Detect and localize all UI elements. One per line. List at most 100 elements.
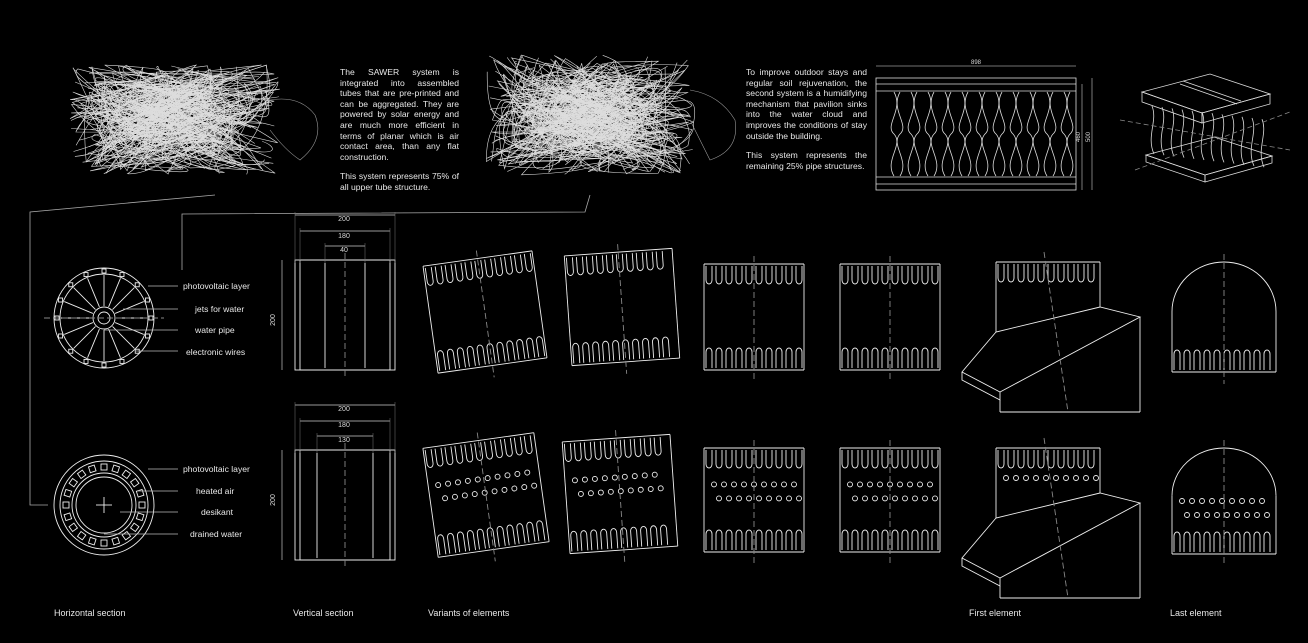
- wave-strand: [998, 91, 1006, 177]
- bottom-pod: [516, 523, 526, 544]
- top-pod: [434, 447, 444, 467]
- pore: [907, 481, 913, 488]
- tube-strand: [517, 102, 650, 172]
- label-bottom-photovoltaic: photovoltaic layer: [183, 464, 250, 474]
- dim-bottom-inner: 180: [338, 422, 350, 429]
- desiccant-cell: [76, 530, 87, 541]
- dome-arc: [1171, 447, 1277, 496]
- bottom-pod: [745, 529, 753, 550]
- bottom-pod: [765, 529, 773, 550]
- bottom-pod: [660, 524, 669, 546]
- bottom-pod: [841, 347, 849, 368]
- top-pod: [565, 257, 574, 276]
- bottom-pod: [536, 336, 546, 358]
- tube-strand: [117, 65, 265, 125]
- wave-strand: [930, 91, 938, 177]
- desiccant-cell: [129, 477, 140, 488]
- top-pod: [643, 437, 652, 457]
- pore: [731, 481, 737, 488]
- pore: [892, 495, 898, 502]
- top-pod: [725, 450, 733, 469]
- iso-rib: [1250, 117, 1255, 167]
- top-pod: [645, 251, 654, 271]
- top-pod: [931, 450, 939, 469]
- top-pod: [523, 253, 533, 272]
- axis-line: [475, 250, 495, 378]
- wire-node: [58, 297, 64, 303]
- dim-panel-h1: 460: [1076, 131, 1082, 142]
- top-pod: [997, 450, 1005, 469]
- top-pod: [1087, 264, 1095, 283]
- bottom-pod: [630, 526, 639, 548]
- jet-spoke: [112, 287, 135, 310]
- bottom-pod: [891, 529, 899, 550]
- variant-element: [1171, 254, 1277, 384]
- element-side: [422, 266, 439, 374]
- pore: [1033, 475, 1039, 481]
- pore: [711, 481, 717, 488]
- label-top-water-pipe: water pipe: [195, 325, 235, 335]
- iso-rib: [1190, 110, 1195, 159]
- bottom-pod: [446, 348, 457, 370]
- label-top-jets: jets for water: [195, 304, 245, 314]
- wave-strand: [924, 91, 932, 177]
- dim-top-inner: 180: [338, 233, 350, 240]
- top-pod: [921, 266, 929, 285]
- iso-rib: [1200, 111, 1205, 161]
- top-pod: [573, 442, 582, 462]
- bottom-pod: [642, 338, 651, 359]
- tube-strand: [90, 64, 268, 161]
- bottom-pod: [486, 527, 496, 549]
- top-pod: [775, 266, 783, 285]
- bottom-pod: [921, 529, 929, 550]
- wave-strand: [941, 91, 949, 177]
- bottom-pod: [1253, 531, 1261, 552]
- sawer-intro-text: The SAWER system is integrated into asse…: [340, 67, 459, 162]
- bottom-pod: [775, 347, 783, 368]
- pore: [932, 495, 938, 502]
- wire-node: [68, 282, 74, 288]
- connector-lines: [29, 194, 591, 506]
- bottom-pod: [526, 337, 536, 359]
- bottom-pod: [476, 528, 486, 550]
- dim-top-height: 200: [270, 314, 277, 326]
- pore: [1229, 498, 1235, 504]
- ramp-edge: [961, 372, 1001, 401]
- bottom-pod: [1183, 349, 1191, 370]
- wire-node: [144, 333, 150, 339]
- dim-bottom-height: 200: [270, 494, 277, 506]
- dim-bottom-outer: 200: [338, 406, 350, 413]
- top-pod: [851, 266, 859, 285]
- connector-left: [29, 194, 216, 506]
- variant-element: [703, 256, 805, 382]
- desiccant-cell: [111, 464, 121, 474]
- bottom-pod: [785, 347, 793, 368]
- jet-spoke: [87, 328, 100, 358]
- pore: [1244, 512, 1250, 518]
- bottom-pod: [901, 347, 909, 368]
- wave-strand: [1043, 91, 1051, 177]
- pore: [651, 471, 658, 478]
- wire-node: [83, 272, 89, 278]
- wire-node: [58, 333, 64, 339]
- bottom-pod: [1223, 349, 1231, 370]
- top-pod: [484, 258, 494, 278]
- top-pod: [1007, 450, 1015, 469]
- wave-strand: [1032, 91, 1040, 177]
- bottom-pod: [795, 347, 803, 368]
- top-pod: [454, 444, 464, 464]
- bottom-pod: [861, 347, 869, 368]
- top-pod: [424, 266, 434, 286]
- top-pod: [633, 438, 642, 458]
- element-side: [531, 250, 548, 358]
- desiccant-cell: [68, 477, 79, 488]
- bottom-pod: [1243, 531, 1251, 552]
- pore: [746, 495, 752, 502]
- desiccant-cell: [100, 463, 108, 471]
- element-side: [422, 448, 439, 558]
- iso-rib: [1180, 109, 1185, 158]
- ramp-top: [961, 492, 1142, 579]
- humidifier-description: To improve outdoor stays and regular soi…: [746, 67, 867, 180]
- top-pod: [997, 264, 1005, 283]
- desiccant-cell: [68, 522, 79, 533]
